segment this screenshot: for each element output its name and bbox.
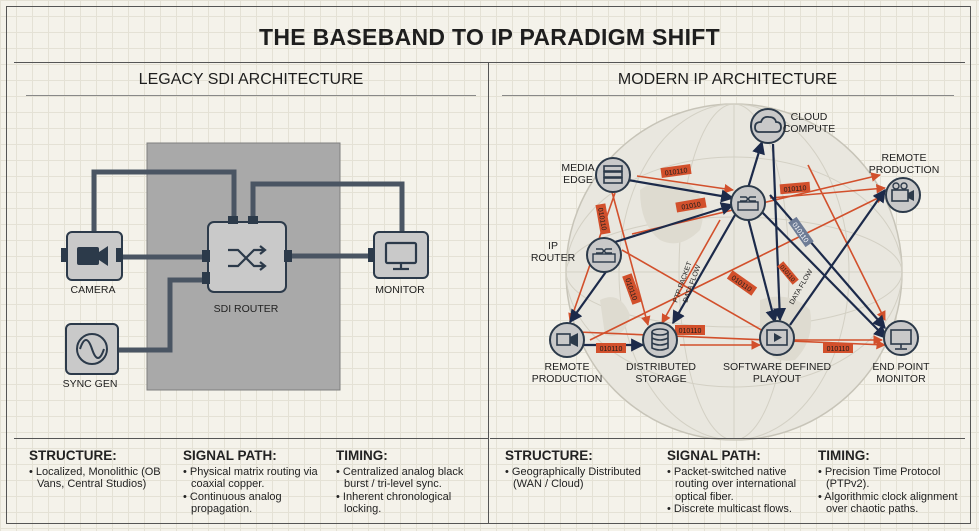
legacy-timing-heading: TIMING: (336, 448, 388, 463)
legacy-bottom-rule (14, 438, 488, 439)
media-edge-label-1: MEDIA (561, 162, 594, 174)
sdi-router-node (202, 216, 292, 293)
modern-signal-path-item: • Packet-switched native routing over in… (667, 465, 797, 503)
software-playout-label-1: SOFTWARE DEFINED (723, 361, 832, 373)
end-point-monitor-label-2: MONITOR (876, 373, 926, 385)
sync-gen-node (65, 323, 119, 375)
monitor-icon (890, 329, 912, 350)
modern-structure: STRUCTURE: • Geographically Distributed … (505, 448, 655, 491)
network-switch-icon (592, 248, 616, 263)
legacy-panel-title: LEGACY SDI ARCHITECTURE (138, 71, 364, 88)
cloud-router-node (730, 185, 766, 221)
software-playout-label-2: PLAYOUT (753, 373, 802, 385)
modern-structure-item: • Geographically Distributed (WAN / Clou… (505, 465, 641, 491)
packet-label: 010110 (679, 328, 702, 335)
modern-timing-heading: TIMING: (818, 448, 870, 463)
monitor-node (368, 231, 429, 279)
modern-signal-path: SIGNAL PATH: • Packet-switched native ro… (667, 448, 809, 516)
modern-bottom-rule (490, 438, 965, 439)
modern-structure-heading: STRUCTURE: (505, 448, 593, 463)
video-camera-icon (891, 182, 914, 202)
ip-router-label-2: ROUTER (531, 252, 576, 264)
legacy-structure-heading: STRUCTURE: (29, 448, 117, 463)
title-rule (14, 62, 965, 63)
packet-label: 010110 (827, 346, 850, 353)
legacy-signal-path: SIGNAL PATH: • Physical matrix routing v… (183, 448, 323, 516)
legacy-timing-item: • Inherent chronological locking. (336, 490, 452, 516)
sine-wave-icon (76, 333, 108, 365)
shuffle-icon (228, 245, 267, 271)
navy-flows (569, 140, 887, 352)
modern-panel-title: MODERN IP ARCHITECTURE (617, 71, 838, 88)
monitor-label: MONITOR (375, 284, 425, 296)
software-playout-node (759, 320, 795, 356)
modern-timing-item: • Precision Time Protocol (PTPv2). (818, 465, 941, 491)
monitor-icon (384, 241, 418, 271)
cable-camera-router (91, 169, 237, 237)
distributed-storage-node (642, 322, 678, 358)
server-icon (603, 165, 623, 184)
modern-timing: TIMING: • Precision Time Protocol (PTPv2… (818, 448, 963, 516)
panel-divider (488, 62, 489, 524)
packet-label: 010110 (600, 346, 623, 353)
remote-production-bottom-label-1: REMOTE (545, 361, 590, 373)
ip-router-label-1: IP (548, 240, 558, 252)
switch-icon (737, 196, 759, 211)
cloud-compute-label-2: COMPUTE (783, 123, 836, 135)
play-icon (766, 329, 788, 346)
legacy-signal-path-heading: SIGNAL PATH: (183, 448, 277, 463)
legacy-structure-item: • Localized, Monolithic (OB Vans, Centra… (29, 465, 161, 491)
cable-sync-router (117, 277, 205, 353)
distributed-storage-label-1: DISTRIBUTED (626, 361, 696, 373)
distributed-storage-label-2: STORAGE (635, 373, 686, 385)
cloud-icon (754, 115, 782, 133)
cloud-compute-label-1: CLOUD (791, 111, 828, 123)
legacy-signal-path-item: • Physical matrix routing via coaxial co… (183, 465, 318, 491)
ip-router-node (586, 237, 622, 273)
database-icon (651, 328, 669, 351)
sync-gen-label: SYNC GEN (63, 378, 118, 390)
cable-router-monitor-top (250, 181, 405, 232)
sdi-router-label: SDI ROUTER (214, 303, 279, 315)
media-edge-node (595, 157, 631, 193)
cloud-compute-node (750, 108, 786, 144)
camera-label: CAMERA (71, 284, 116, 296)
packet-label: 01010 (681, 201, 701, 211)
legacy-cables (91, 169, 405, 353)
end-point-monitor-node (883, 320, 919, 356)
remote-production-bottom-label-2: PRODUCTION (532, 373, 603, 385)
remote-production-top-label-1: REMOTE (882, 152, 927, 164)
legacy-signal-path-item: • Continuous analog propagation. (183, 490, 282, 516)
remote-production-top-node (885, 177, 921, 213)
legacy-timing-item: • Centralized analog black burst / tri-l… (336, 465, 464, 491)
modern-timing-item: • Algorithmic clock alignment over chaot… (818, 490, 958, 516)
packet-label: 010110 (596, 207, 607, 231)
modern-title-rule (502, 95, 954, 96)
remote-production-bottom-node (549, 322, 585, 358)
media-edge-label-2: EDGE (563, 174, 593, 186)
remote-production-top-label-2: PRODUCTION (869, 164, 940, 176)
legacy-title-rule (26, 95, 476, 96)
modern-signal-path-heading: SIGNAL PATH: (667, 448, 761, 463)
legacy-structure: STRUCTURE: • Localized, Monolithic (OB V… (29, 448, 177, 491)
main-title: THE BASEBAND TO IP PARADIGM SHIFT (259, 24, 720, 50)
packet-label: 010110 (783, 185, 806, 194)
camera-icon (556, 333, 578, 347)
camera-icon (77, 246, 108, 266)
modern-signal-path-item: • Discrete multicast flows. (667, 503, 792, 515)
packet-label: 010110 (664, 167, 688, 177)
camera-node (61, 231, 123, 281)
end-point-monitor-label-1: END POINT (872, 361, 930, 373)
legacy-timing: TIMING: • Centralized analog black burst… (336, 448, 472, 516)
